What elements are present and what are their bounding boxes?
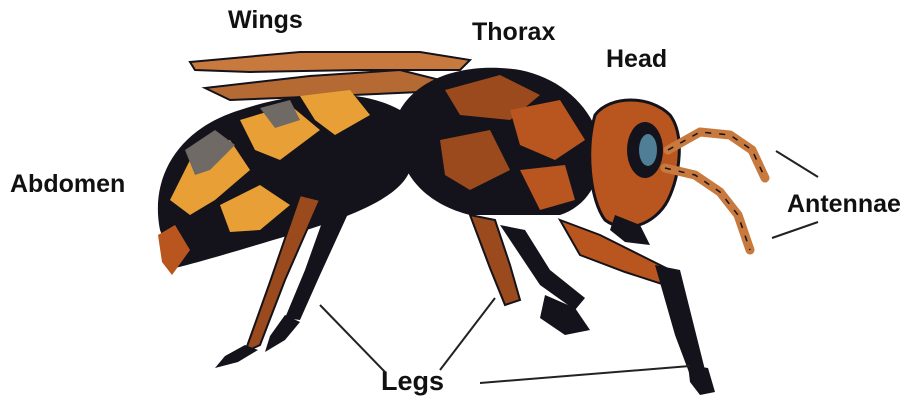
- abdomen-label: Abdomen: [10, 172, 125, 197]
- eye-highlight: [639, 134, 657, 166]
- antennae-label: Antennae: [787, 192, 901, 217]
- head-label: Head: [606, 47, 667, 72]
- antennae-leader-upper: [776, 151, 818, 177]
- legs-label: Legs: [381, 368, 444, 395]
- legs-leader-right: [480, 366, 690, 383]
- leg-front-tarsus: [688, 365, 715, 395]
- leg-front-lower: [655, 265, 705, 375]
- thorax: [400, 68, 601, 215]
- antenna-lower: [665, 168, 750, 250]
- leg-rear-1-tarsus: [215, 345, 258, 368]
- antennae-leader-lower: [772, 222, 818, 238]
- legs-leader-middle: [440, 298, 495, 370]
- wings-label: Wings: [228, 8, 303, 33]
- thorax-label: Thorax: [472, 20, 555, 45]
- legs-leader-left: [320, 305, 385, 372]
- upper-wing: [190, 52, 470, 72]
